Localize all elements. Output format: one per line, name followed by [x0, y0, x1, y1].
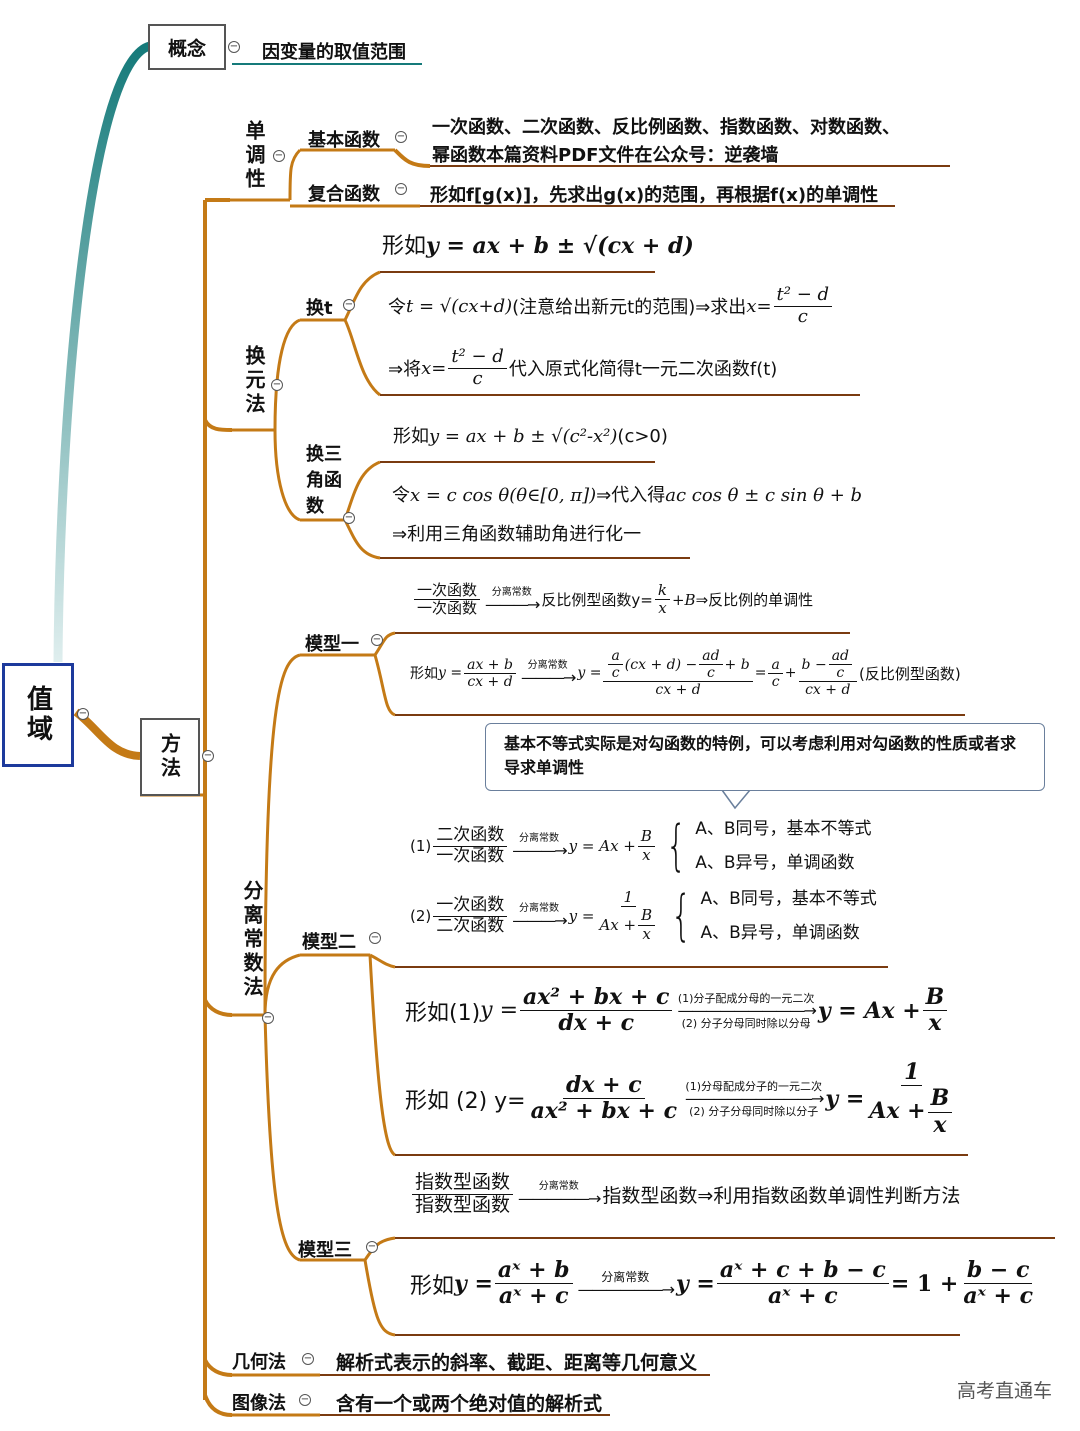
basic-function-line1: 一次函数、二次函数、反比例函数、指数函数、对数函数、 [432, 117, 900, 138]
monotonic-node[interactable]: 单调性 [242, 120, 266, 192]
basic-function-node[interactable]: 基本函数 [308, 130, 380, 151]
concept-label: 概念 [167, 37, 206, 60]
root-label: 值域 [22, 685, 53, 745]
model2-collapse-icon[interactable]: − [369, 932, 381, 944]
substitution-node[interactable]: 换元法 [242, 345, 266, 417]
basic-function-line2: 幂函数本篇资料PDF文件在公众号：逆袭墙 [432, 145, 779, 166]
graph-collapse-icon[interactable]: − [299, 1394, 311, 1406]
geometry-node[interactable]: 几何法 [232, 1352, 286, 1373]
method-label: 方法 [157, 733, 182, 781]
model2-node[interactable]: 模型二 [302, 932, 356, 953]
concept-branch [53, 41, 152, 663]
geometry-desc: 解析式表示的斜率、截距、距离等几何意义 [336, 1352, 698, 1374]
separation-collapse-icon[interactable]: − [262, 1012, 274, 1024]
method-node[interactable]: 方法 [140, 718, 200, 796]
watermark: 高考直通车 [956, 1380, 1052, 1402]
concept-node[interactable]: 概念 [148, 24, 226, 70]
root-collapse-icon[interactable]: − [77, 708, 89, 720]
t-substitution-node[interactable]: 换t [306, 298, 333, 319]
trig-substitution-step1: 令x = c cos θ(θ∈[0, π])⇒代入得ac cos θ ± c s… [392, 485, 863, 506]
model3-line1: 指数型函数指数型函数 分离常数—————→ 指数型函数⇒利用指数函数单调性判断方… [410, 1171, 960, 1217]
t-substitution-collapse-icon[interactable]: − [343, 299, 355, 311]
composite-function-desc: 形如f[g(x)]，先求出g(x)的范围，再根据f(x)的单调性 [430, 185, 879, 206]
substitution-collapse-icon[interactable]: − [271, 379, 283, 391]
monotonic-collapse-icon[interactable]: − [273, 150, 285, 162]
graph-desc: 含有一个或两个绝对值的解析式 [336, 1393, 603, 1415]
model3-node[interactable]: 模型三 [298, 1240, 352, 1261]
composite-function-node[interactable]: 复合函数 [308, 184, 380, 205]
trig-substitution-node[interactable]: 换三角函数 [306, 444, 342, 517]
graph-node[interactable]: 图像法 [232, 1393, 286, 1414]
callout-pointer [721, 789, 751, 810]
model1-node[interactable]: 模型一 [305, 634, 359, 655]
trig-substitution-step2: ⇒利用三角函数辅助角进行化一 [392, 524, 642, 545]
separation-node[interactable]: 分离常数法 [240, 880, 264, 1000]
model3-collapse-icon[interactable]: − [366, 1241, 378, 1253]
root-node-value-range[interactable]: 值域 [2, 663, 74, 767]
trig-substitution-form: 形如y = ax + b ± √(c²-x²)(c>0) [393, 426, 668, 447]
composite-function-collapse-icon[interactable]: − [395, 183, 407, 195]
concept-desc: 因变量的取值范围 [262, 42, 406, 63]
substitution-form: 形如y = ax + b ± √(cx + d) [382, 233, 694, 259]
concept-collapse-icon[interactable]: − [228, 41, 240, 53]
callout-note: 基本不等式实际是对勾函数的特例，可以考虑利用对勾函数的性质或者求导求单调性 [485, 723, 1045, 791]
model1-collapse-icon[interactable]: − [371, 634, 383, 646]
method-collapse-icon[interactable]: − [202, 750, 214, 762]
basic-function-collapse-icon[interactable]: − [395, 131, 407, 143]
geometry-collapse-icon[interactable]: − [302, 1353, 314, 1365]
trig-substitution-collapse-icon[interactable]: − [343, 512, 355, 524]
